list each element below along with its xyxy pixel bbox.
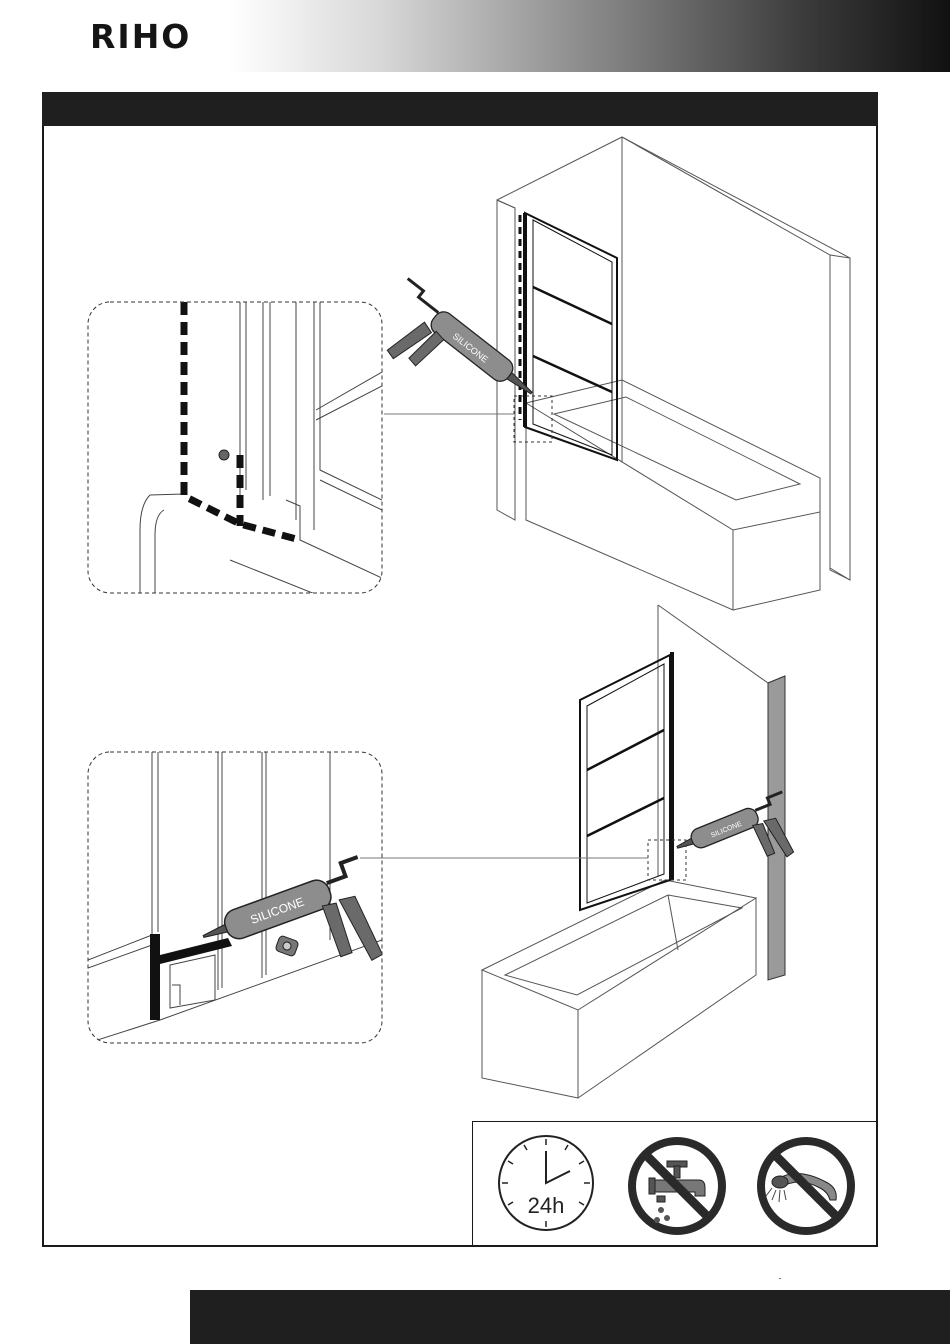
- footer-dot: [779, 1278, 781, 1279]
- silicone-gun-bottom: SILICONE: [673, 792, 806, 894]
- bath-scene-top: [497, 137, 850, 610]
- warning-icons-box: [472, 1121, 877, 1246]
- detail-view-top: [140, 302, 382, 600]
- detail-frame-top: [88, 302, 382, 593]
- detail-view-bottom: SILICONE: [88, 752, 393, 1043]
- footer-band: [190, 1290, 950, 1344]
- bath-scene-bottom: [482, 605, 785, 1098]
- silicone-gun-top: SILICONE: [363, 279, 540, 439]
- screen-panel-top: [525, 213, 617, 460]
- detail-frame-bottom: [88, 752, 382, 1043]
